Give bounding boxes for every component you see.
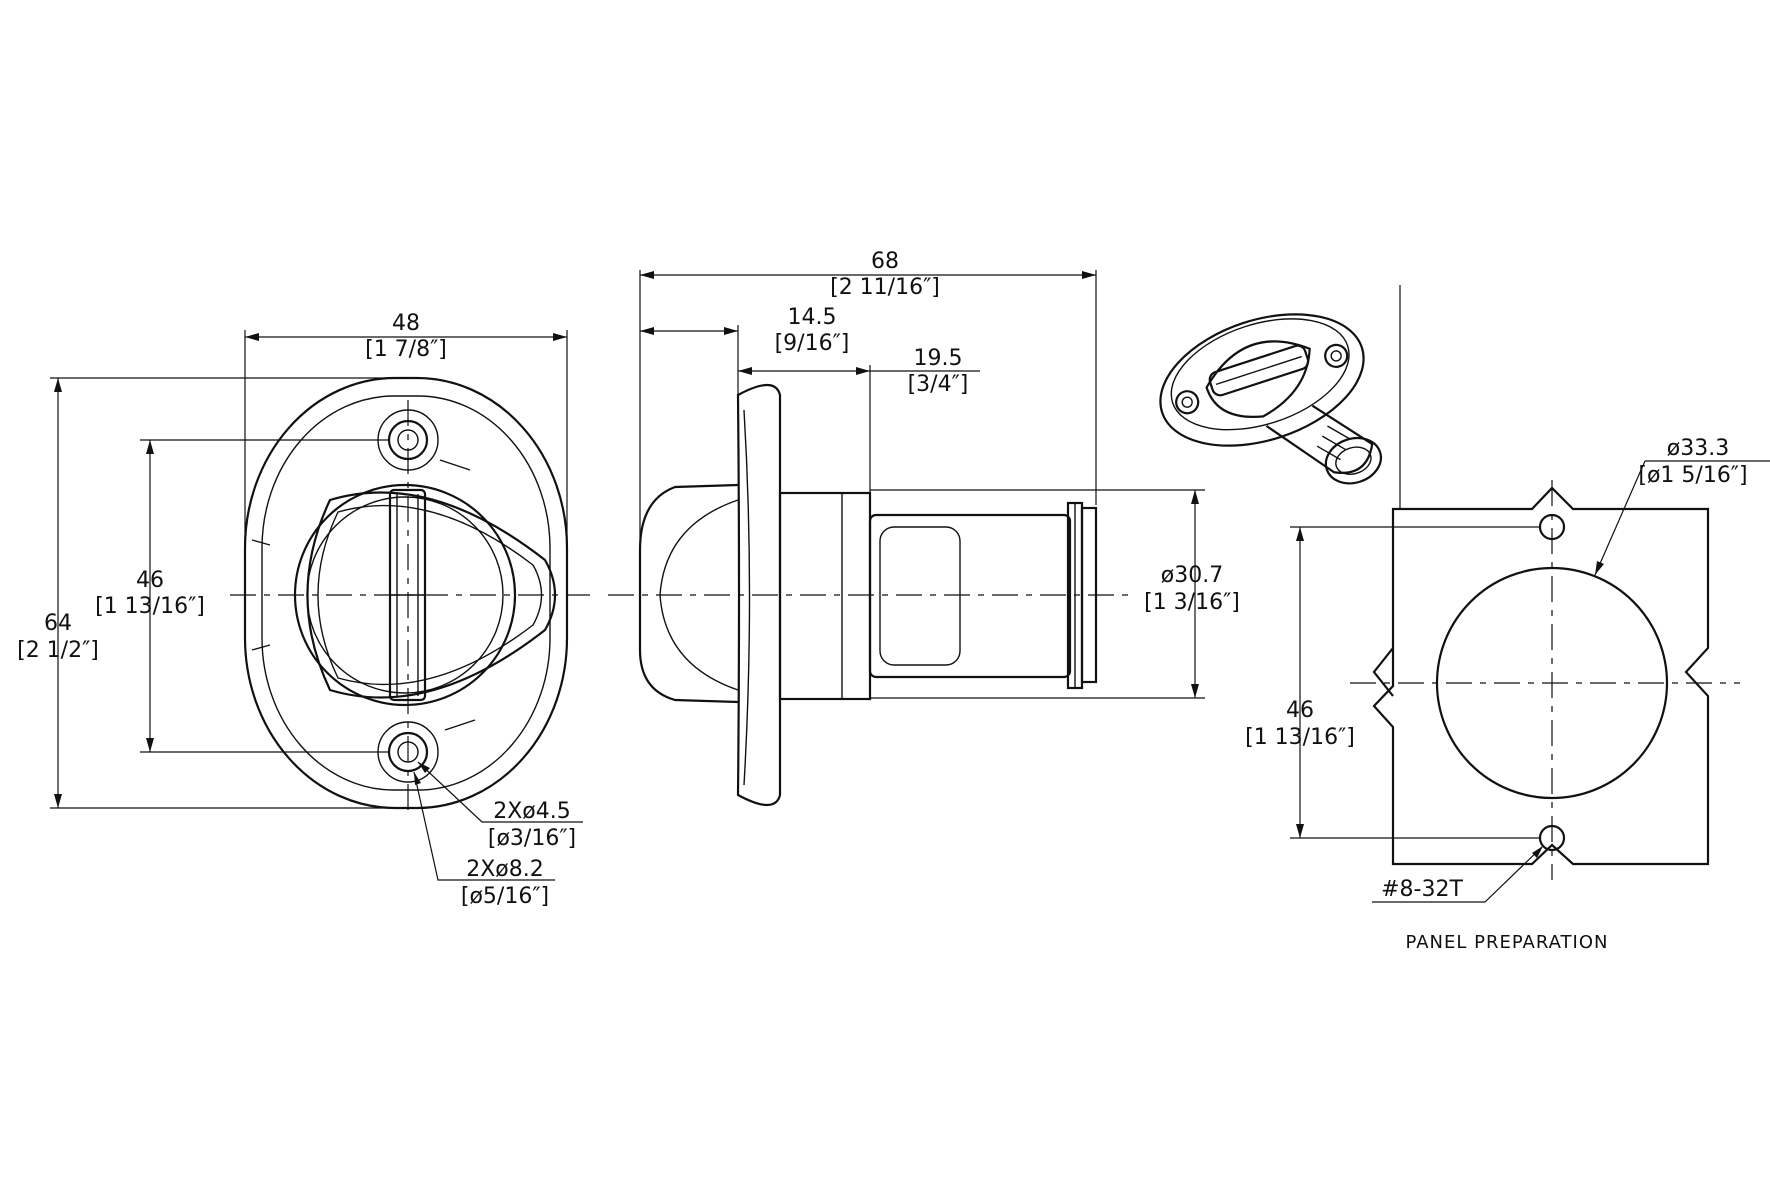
front-width-mm: 48: [392, 311, 420, 336]
cap-teardrop: [306, 491, 556, 699]
side-dome: [638, 483, 739, 704]
front-view: [230, 376, 590, 810]
panel-spacing-mm: 46: [1286, 698, 1314, 723]
front-height-mm: 64: [44, 611, 72, 636]
front-width-in: [1 7/8″]: [365, 337, 447, 362]
front-flange-outer: [243, 376, 569, 810]
side-body-in: [3/4″]: [908, 372, 969, 397]
front-flange-inner: [261, 395, 551, 791]
hole-dia-mm: 2Xø4.5: [493, 799, 571, 824]
front-dimensions: [50, 330, 583, 881]
cbore-dia-mm: 2Xø8.2: [466, 857, 544, 882]
cap-disc-inner: [306, 496, 504, 694]
side-body-mm: 19.5: [914, 346, 963, 371]
side-dimensions: [639, 270, 1205, 699]
side-tube-dia-mm: ø30.7: [1161, 563, 1223, 588]
cbore-dia-in: [ø5/16″]: [461, 884, 549, 909]
labels: 48 [1 7/8″] 64 [2 1/2″] 46 [1 13/16″] 2X…: [17, 249, 1748, 953]
side-view: [608, 383, 1130, 807]
side-flange-in: [9/16″]: [775, 331, 850, 356]
side-flange-mm: 14.5: [788, 305, 837, 330]
iso-view: [1159, 313, 1382, 485]
panel-dimensions: [1290, 285, 1770, 903]
panel-spacing-in: [1 13/16″]: [1245, 725, 1355, 750]
side-length-in: [2 11/16″]: [830, 275, 940, 300]
side-length-mm: 68: [871, 249, 899, 274]
front-spacing-mm: 46: [136, 568, 164, 593]
panel-thread: #8-32T: [1381, 877, 1463, 902]
side-tube-dia-in: [1 3/16″]: [1144, 590, 1240, 615]
iso-flange-outer: [1159, 313, 1365, 447]
iso-lever: [1208, 344, 1310, 397]
panel-cutout-mm: ø33.3: [1667, 436, 1729, 461]
front-spacing-in: [1 13/16″]: [95, 594, 205, 619]
side-tube: [868, 513, 1072, 679]
front-height-in: [2 1/2″]: [17, 638, 99, 663]
cap-teardrop-inner: [317, 504, 543, 686]
side-flange: [736, 383, 782, 807]
side-body: [778, 491, 872, 701]
panel-view: [1350, 480, 1740, 880]
hole-dia-in: [ø3/16″]: [488, 826, 576, 851]
panel-cutout-in: [ø1 5/16″]: [1638, 463, 1747, 488]
panel-caption: PANEL PREPARATION: [1406, 932, 1609, 953]
panel-outline: [1372, 486, 1710, 866]
